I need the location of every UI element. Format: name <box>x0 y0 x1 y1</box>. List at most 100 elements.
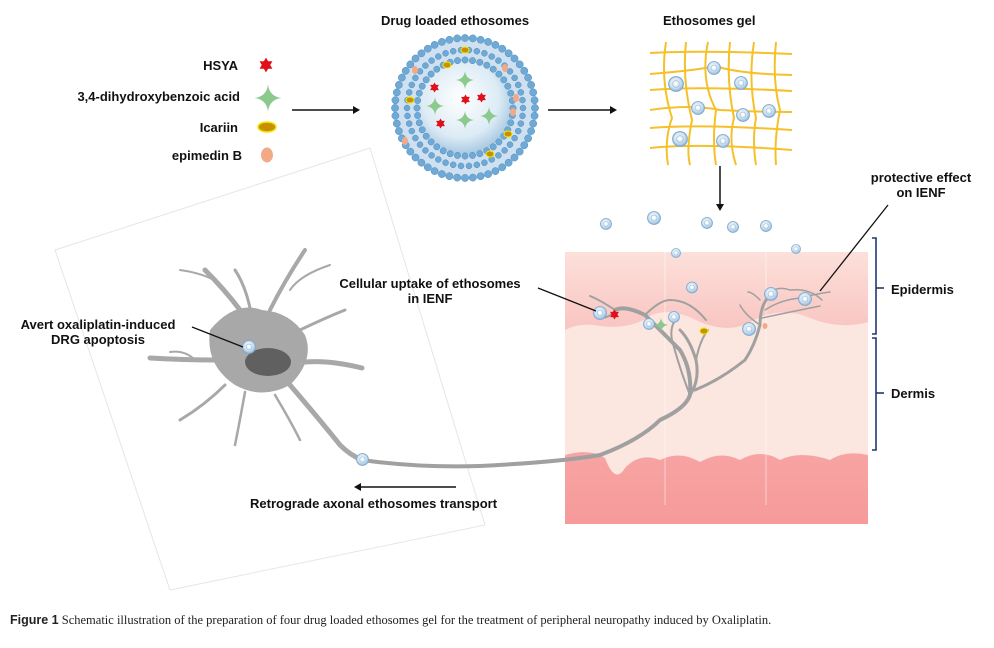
lipid-head <box>405 89 413 96</box>
epidermis-label: Epidermis <box>891 282 954 297</box>
lipid-head <box>524 73 532 82</box>
dermis-label: Dermis <box>891 386 936 401</box>
lipid-head <box>449 161 457 169</box>
lipid-head <box>417 158 426 167</box>
lipid-head <box>484 38 492 46</box>
layer-brackets <box>872 237 884 451</box>
lipid-head <box>427 138 435 146</box>
lipid-head <box>418 82 426 90</box>
lipid-head <box>504 158 513 167</box>
epimedin-b-oval-icon <box>261 147 273 163</box>
lipid-head <box>428 57 435 64</box>
legend-label-epimedin-b: epimedin B <box>171 148 242 163</box>
lipid-head <box>506 68 514 75</box>
lipid-head <box>414 97 422 104</box>
lipid-head <box>514 127 522 135</box>
lipid-head <box>507 119 515 127</box>
lipid-head <box>495 57 502 64</box>
lipid-head <box>391 96 400 105</box>
lipid-head <box>422 147 429 154</box>
lipid-head <box>422 76 430 84</box>
lipid-head <box>392 88 401 97</box>
lipid-head <box>413 104 421 112</box>
lipid-head <box>524 134 532 143</box>
lipid-head <box>531 104 539 112</box>
lipid-head <box>433 65 441 73</box>
lipid-head <box>435 156 442 163</box>
lipid-head <box>430 167 439 175</box>
lipid-head <box>519 96 526 104</box>
lipid-head <box>473 161 481 169</box>
neuron-vesicle <box>242 340 256 354</box>
lipid-head <box>435 53 442 60</box>
figure-number: Figure 1 <box>10 613 59 627</box>
ethosome-illustration <box>391 34 539 182</box>
caption-text: Schematic illustration of the preparatio… <box>58 613 772 627</box>
hsya-star-icon <box>259 57 273 73</box>
lipid-head <box>427 70 435 78</box>
lipid-head <box>423 44 432 53</box>
lipid-head <box>527 81 535 89</box>
lipid-head <box>476 58 484 66</box>
lipid-head <box>511 74 518 82</box>
lipid-head <box>411 54 420 63</box>
neuron-frame <box>54 147 486 591</box>
neuron-illustration <box>147 248 365 463</box>
lipid-head <box>481 50 488 57</box>
axon-vesicle <box>356 453 369 466</box>
lipid-head <box>507 89 515 97</box>
lipid-head <box>491 167 500 175</box>
lipid-head <box>438 38 446 46</box>
lipid-head <box>401 66 410 75</box>
lipid-head <box>483 61 491 69</box>
lipid-head <box>476 35 485 44</box>
arrow-to-gel <box>548 106 617 114</box>
legend-label-icariin: Icariin <box>199 120 238 135</box>
lipid-head <box>433 143 441 151</box>
lipid-head <box>517 120 525 127</box>
lipid-head <box>392 119 401 128</box>
skin-drug-markers <box>593 287 812 336</box>
lipid-head <box>510 54 519 63</box>
lipid-head <box>519 104 527 112</box>
lipid-head <box>445 35 454 44</box>
lipid-head <box>510 153 519 162</box>
lipid-head <box>461 152 469 160</box>
lipid-head <box>520 66 529 75</box>
lipid-head <box>468 34 477 43</box>
dihydroxybenzoic-acid-star-icon <box>254 84 282 112</box>
lipid-head <box>489 143 497 151</box>
lipid-head <box>469 57 476 65</box>
lipid-head <box>465 162 473 170</box>
lipid-head <box>473 47 481 55</box>
lipid-head <box>461 174 469 182</box>
lipid-head <box>498 163 507 172</box>
lipid-head <box>491 41 500 49</box>
ethosome-title: Drug loaded ethosomes <box>381 13 530 28</box>
lipid-head <box>449 47 457 55</box>
arrow-to-ethosome <box>292 106 360 114</box>
protective-leader-line <box>819 204 889 292</box>
lipid-head <box>412 134 419 142</box>
lipid-head <box>442 159 449 166</box>
lipid-head <box>504 49 513 58</box>
lipid-head <box>415 119 423 127</box>
lipid-head <box>395 127 403 135</box>
icariin-blob-icon <box>257 121 277 133</box>
retrograde-transport-label: Retrograde axonal ethosomes transport <box>250 496 498 511</box>
lipid-head <box>391 104 399 112</box>
lipid-head <box>398 73 406 82</box>
lipid-head <box>501 147 508 154</box>
figure-caption: Figure 1 Schematic illustration of the p… <box>10 613 771 628</box>
gel-illustration <box>649 41 793 166</box>
lipid-head <box>529 119 538 128</box>
lipid-head <box>453 173 462 182</box>
cellular-uptake-label: Cellular uptake of ethosomes in IENF <box>339 276 521 306</box>
lipid-head <box>406 60 415 69</box>
apoptosis-leader-line <box>191 326 244 348</box>
lipid-head <box>495 152 502 159</box>
lipid-head <box>495 70 503 78</box>
lipid-head <box>530 96 539 105</box>
gel-title: Ethosomes gel <box>663 13 756 28</box>
